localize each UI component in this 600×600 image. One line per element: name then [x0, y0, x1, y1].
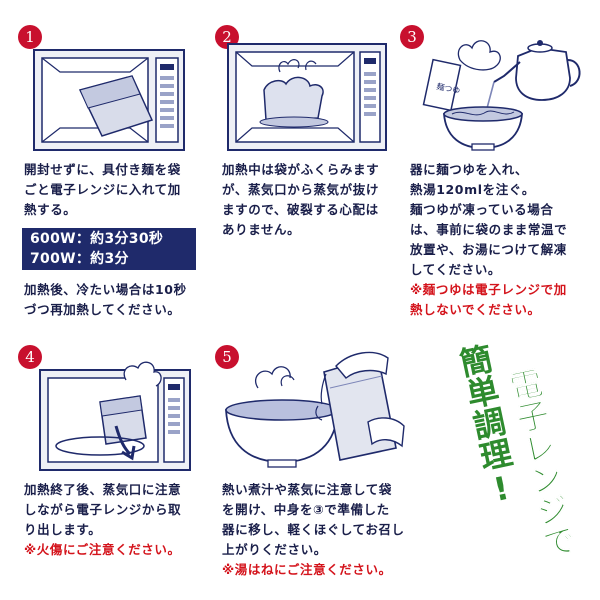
slogan: 電子レンジで 簡単調理!	[452, 340, 580, 561]
step-1-line: 開封せずに、具付き麺を袋	[24, 162, 181, 177]
step-5-line: 上がりください。	[222, 542, 327, 557]
step-3-line: は、事前に袋のまま常温で	[410, 222, 568, 237]
step-3-line: 放置や、お湯につけて解凍	[410, 242, 567, 257]
step-5-line: 熱い煮汁や蒸気に注意して袋	[222, 482, 392, 497]
step-4-text: 加熱終了後、蒸気口に注意 しながら電子レンジから取 り出します。 ※火傷にご注意…	[24, 480, 209, 560]
tsuyu-packet-label: 麺つゆ	[436, 81, 462, 96]
power-600w: 600W：約3分30秒	[30, 231, 164, 247]
microwave-with-bag-illustration	[33, 49, 185, 151]
step-2-line: ますので、破裂する心配は	[222, 202, 379, 217]
step-5-note: ※湯はねにご注意ください。	[222, 562, 392, 577]
step-3-line: 麺つゆが凍っている場合	[410, 202, 554, 217]
step-4-number: 4	[18, 345, 42, 369]
step-4-line: り出します。	[24, 522, 102, 537]
step-1-number: 1	[18, 25, 42, 49]
kettle-bowl-illustration: 麺つゆ	[422, 40, 581, 151]
pour-into-bowl-illustration	[225, 351, 405, 468]
step-1-line: 熱する。	[24, 202, 77, 217]
power-time-box: 600W：約3分30秒 700W：約3分	[22, 228, 196, 270]
step-3-note: ※麺つゆは電子レンジで加	[410, 282, 567, 297]
step-4-line: 加熱終了後、蒸気口に注意	[24, 482, 182, 497]
power-700w: 700W：約3分	[30, 251, 129, 267]
step-5-number: 5	[215, 345, 239, 369]
step-1-after-line: 加熱後、冷たい場合は10秒	[24, 282, 187, 297]
step-1-after-line: づつ再加熱してください。	[24, 302, 181, 317]
step-2-line: 加熱中は袋がふくらみます	[222, 162, 380, 177]
remove-from-microwave-illustration	[39, 361, 191, 471]
microwave-heating-illustration	[227, 43, 387, 151]
step-5-line: を開け、中身を③で準備した	[222, 502, 390, 517]
step-3-text: 器に麺つゆを入れ、 熱湯120mlを注ぐ。 麺つゆが凍っている場合 は、事前に袋…	[410, 160, 600, 320]
step-1-line: ごと電子レンジに入れて加	[24, 182, 181, 197]
step-1-text: 開封せずに、具付き麺を袋 ごと電子レンジに入れて加 熱する。	[24, 160, 204, 220]
step-2-text: 加熱中は袋がふくらみます が、蒸気口から蒸気が抜け ますので、破裂する心配は あ…	[222, 160, 402, 240]
step-2-line: が、蒸気口から蒸気が抜け	[222, 182, 379, 197]
step-3-number: 3	[400, 25, 424, 49]
step-4-line: しながら電子レンジから取	[24, 502, 182, 517]
step-3-line: 器に麺つゆを入れ、	[410, 162, 529, 177]
step-4-note: ※火傷にご注意ください。	[24, 542, 181, 557]
step-2-line: ありません。	[222, 222, 301, 237]
step-3-line: 熱湯120mlを注ぐ。	[410, 182, 536, 197]
step-3-note: 熱しないでください。	[410, 302, 541, 317]
step-3-line: してください。	[410, 262, 501, 277]
step-1-after-text: 加熱後、冷たい場合は10秒 づつ再加熱してください。	[24, 280, 204, 320]
step-5-line: 器に移し、軽くほぐしてお召し	[222, 522, 405, 537]
step-5-text: 熱い煮汁や蒸気に注意して袋 を開け、中身を③で準備した 器に移し、軽くほぐしてお…	[222, 480, 422, 580]
